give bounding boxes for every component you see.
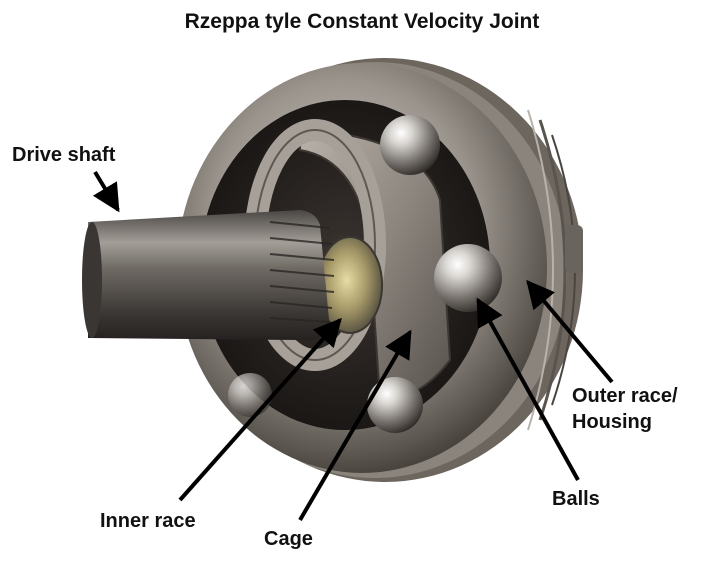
ball <box>367 377 423 433</box>
label-inner-race: Inner race <box>100 510 196 532</box>
balls <box>228 115 502 433</box>
balls-arrow <box>476 297 580 481</box>
outer-race-arrow <box>526 279 614 384</box>
ball <box>380 115 440 175</box>
drive-shaft-arrow <box>92 170 120 213</box>
ball <box>434 244 502 312</box>
label-drive-shaft: Drive shaft <box>12 144 116 166</box>
ball <box>228 373 272 417</box>
label-outer-race-line1: Outer race/ <box>572 385 678 407</box>
inner-race-arrow <box>178 317 342 502</box>
label-cage: Cage <box>264 528 313 550</box>
label-balls: Balls <box>552 488 600 510</box>
diagram-title: Rzeppa tyle Constant Velocity Joint <box>184 10 540 33</box>
label-outer-race-housing: Outer race/ Housing <box>572 383 724 435</box>
leader-lines <box>92 170 614 522</box>
drive-shaft <box>82 210 335 341</box>
label-outer-race-line2: Housing <box>572 411 652 433</box>
cage-arrow <box>298 329 412 522</box>
